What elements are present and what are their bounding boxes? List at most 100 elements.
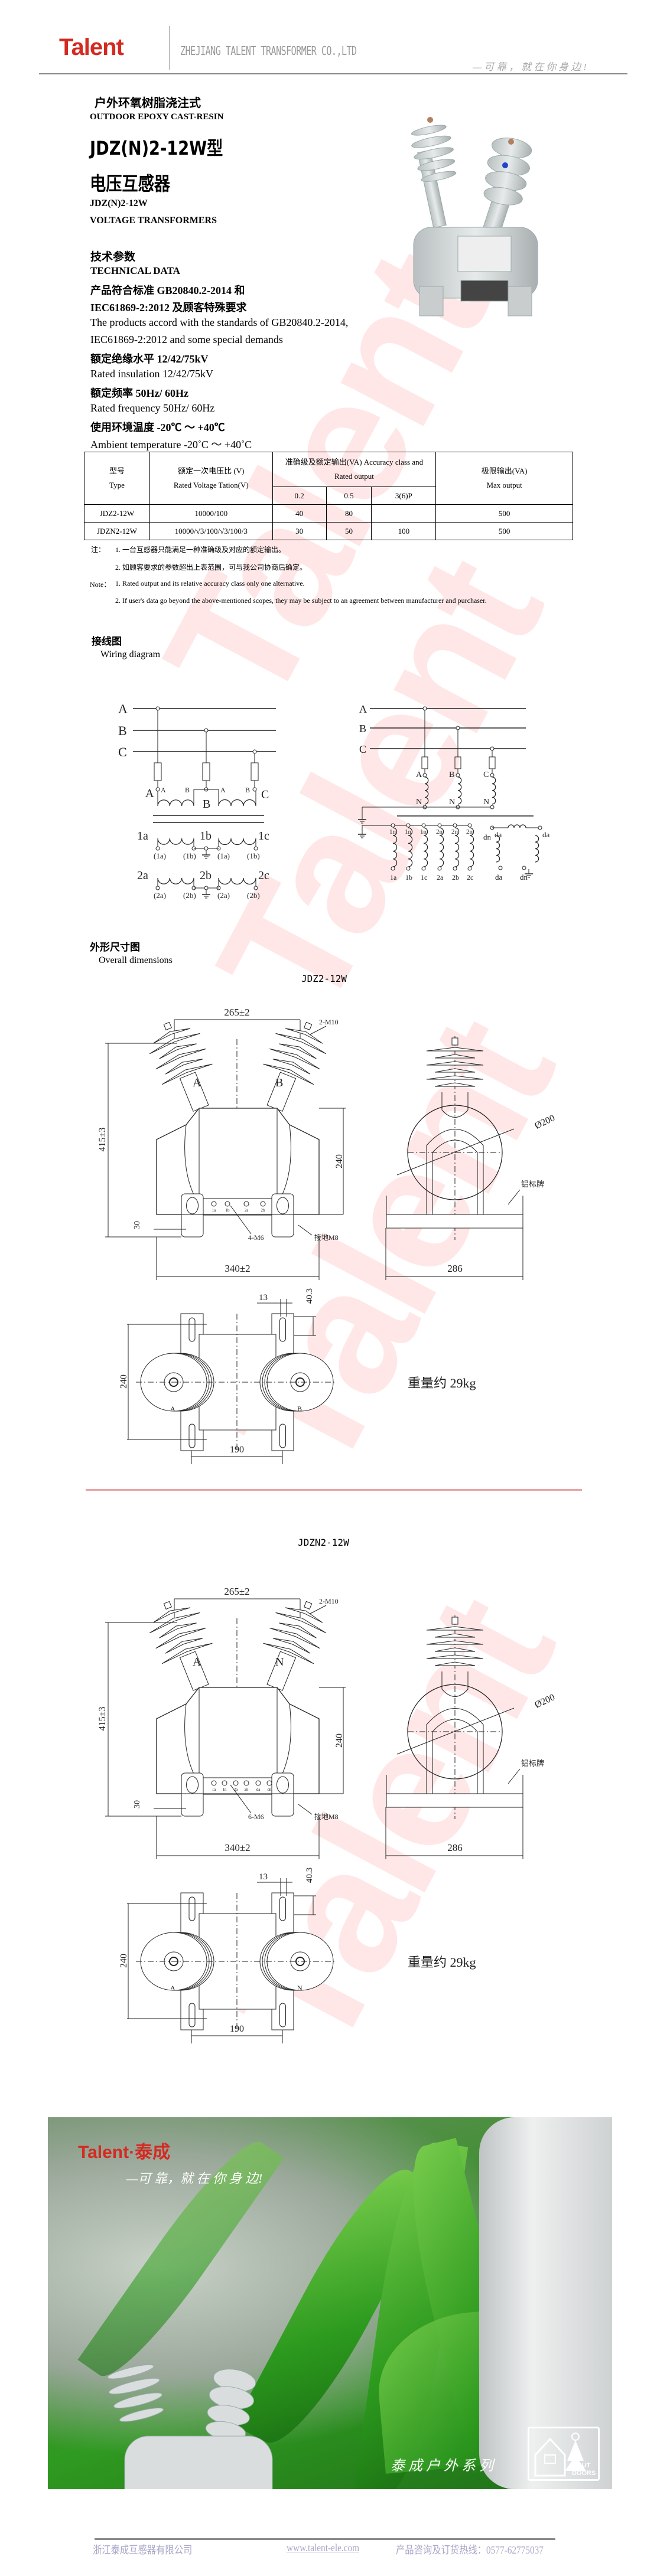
mounting-slot xyxy=(188,1317,196,1342)
diagram-label: 190 xyxy=(230,2024,244,2034)
fuse xyxy=(454,756,461,769)
insulator-shed xyxy=(434,1647,476,1652)
diagram-label: 1a xyxy=(212,1787,217,1792)
insulator-stem xyxy=(441,1671,469,1697)
diagram-label: 2-M10 xyxy=(319,1018,339,1026)
wiring-title-cn: 接线图 xyxy=(92,636,122,647)
header-ratio: 额定一次电压比 (V)Rated Voltage Tation(V) xyxy=(149,452,273,505)
terminal-dot xyxy=(437,866,442,871)
terminal-dot xyxy=(155,886,160,890)
product-type-en: OUTDOOR EPOXY CAST-RESIN xyxy=(90,112,224,122)
terminal-screw xyxy=(243,1201,249,1207)
product-name-cn: 电压互感器 xyxy=(90,172,171,195)
insulator-shed xyxy=(263,1063,314,1085)
diagram-label: 2b xyxy=(200,869,212,882)
bus-label: C xyxy=(359,743,366,755)
mounting-slot xyxy=(279,1896,286,1921)
mounting-slot xyxy=(186,1197,199,1214)
diagram-label: A xyxy=(170,1405,175,1413)
mounting-slot xyxy=(188,2003,196,2028)
insulator-shed xyxy=(161,1063,213,1085)
diagram-label: B xyxy=(185,786,190,794)
technical-line: The products accord with the standards o… xyxy=(90,316,349,328)
insulator-right xyxy=(263,1021,327,1112)
fuse xyxy=(202,762,210,781)
diagram-label: 1n xyxy=(389,828,396,835)
diagram-label: 铝标牌 xyxy=(521,1759,544,1768)
technical-line: 额定绝缘水平 12/42/75kV xyxy=(90,353,209,365)
line xyxy=(230,1205,252,1235)
insulator-shed xyxy=(279,1043,317,1059)
diagram-label: 30 xyxy=(133,1221,142,1229)
bus-label: B xyxy=(359,723,366,734)
banner-series: 泰 成 户 外 系 列 xyxy=(391,2459,493,2474)
diagram-label: C xyxy=(261,788,269,801)
coil xyxy=(157,838,194,845)
insulator-shed xyxy=(155,1048,207,1070)
diagram-label: 1a xyxy=(212,1208,217,1213)
dimensions-title-en: Overall dimensions xyxy=(99,955,173,965)
badge-text: OUT DOORS xyxy=(572,2462,596,2477)
mounting-slot xyxy=(279,1424,286,1448)
note-en-1: 1. Rated output and its relative accurac… xyxy=(115,579,305,587)
coil xyxy=(508,824,526,828)
insulator-shed xyxy=(434,1661,476,1666)
diagram-label: 接地M8 xyxy=(314,1233,339,1242)
coil xyxy=(218,838,256,845)
diagram-label: 接地M8 xyxy=(314,1812,339,1821)
terminal-dot xyxy=(522,866,526,870)
line xyxy=(508,1189,521,1205)
coil xyxy=(492,776,496,805)
insulator-shed xyxy=(434,1082,476,1087)
diagram-label: 2a xyxy=(234,1787,239,1792)
diagram-label: (2a) xyxy=(217,891,230,900)
insulator-shed xyxy=(161,1643,213,1664)
technical-line: 使用环境温度 -20℃ ～ +40℃ xyxy=(90,422,225,433)
technical-line: Rated frequency 50Hz/ 60Hz xyxy=(90,402,215,414)
diagram-label: 2n xyxy=(451,828,458,835)
terminal-bolt xyxy=(451,1037,458,1046)
mounting-slot xyxy=(188,1896,196,1921)
line xyxy=(396,1707,515,1755)
diagram-label: 1c xyxy=(421,873,427,881)
pole-label: A xyxy=(193,1076,201,1089)
diagram-label: 2n xyxy=(245,1787,249,1792)
terminal-bolt xyxy=(163,1601,172,1610)
diagram-label: A xyxy=(145,787,154,800)
banner-photo: Talent·泰成 —可 靠，就 在 你 身 边! 泰 成 户 外 系 列 OU… xyxy=(48,2117,612,2489)
diagram-label: 415±3 xyxy=(97,1707,108,1731)
footer-hotline: 产品咨询及订货热线：0577-62775037 xyxy=(396,2544,544,2556)
terminal-screw xyxy=(222,1780,227,1786)
terminal-dot xyxy=(406,823,411,828)
diagram-label: 240 xyxy=(334,1154,344,1168)
technical-title-en: TECHNICAL DATA xyxy=(90,265,180,276)
terminal-dot xyxy=(453,823,457,828)
terminal-screw xyxy=(255,1780,261,1786)
insulator-shed xyxy=(272,1638,311,1654)
technical-line: IEC61869-2:2012 and some special demands xyxy=(90,334,283,345)
diagram-label: N xyxy=(416,798,422,807)
terminal-dot xyxy=(391,823,395,828)
terminal-dot xyxy=(204,886,209,890)
insulator-shed xyxy=(426,1061,484,1066)
technical-line: 额定频率 50Hz/ 60Hz xyxy=(90,387,188,399)
note-en-2: 2. If user's data go beyond the above-me… xyxy=(115,596,487,605)
footer-website-link[interactable]: www.talent-ele.com xyxy=(287,2542,360,2554)
diagram-label: 2b xyxy=(452,873,459,881)
line xyxy=(508,1768,521,1784)
insulator-shed xyxy=(152,1607,191,1623)
pole-label: B xyxy=(275,1076,283,1089)
house-tree-icon xyxy=(534,2433,586,2477)
terminal-dot xyxy=(422,773,427,778)
insulator-left xyxy=(149,1601,213,1691)
terminal-screw xyxy=(211,1201,217,1207)
coil xyxy=(218,877,256,885)
diagram-label: (2a) xyxy=(154,891,166,900)
diagram-label: B xyxy=(245,786,250,794)
diagram-label: dn xyxy=(268,1787,272,1792)
product-type-cn: 户外环氧树脂浇注式 xyxy=(95,96,201,110)
header-slogan: —可靠，就在你身边! xyxy=(473,61,589,73)
